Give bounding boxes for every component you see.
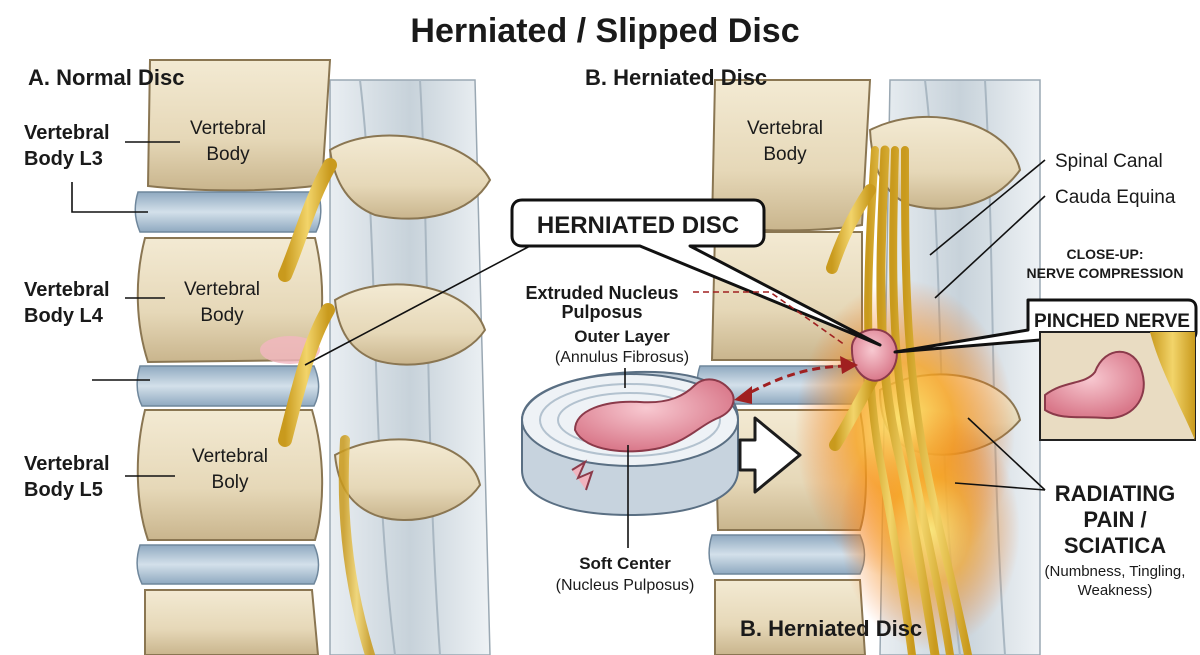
panel-a-heading: A. Normal Disc — [28, 65, 185, 90]
spinal-canal-label: Spinal Canal — [1055, 151, 1163, 172]
outer-layer-sub: (Annulus Fibrosus) — [555, 349, 689, 366]
symptoms-line1: (Numbness, Tingling, — [1045, 563, 1186, 580]
radiating-line3: SCIATICA — [1064, 533, 1166, 558]
label-l5-line1: Vertebral — [24, 453, 110, 475]
leader-lines — [71, 141, 1046, 491]
inner-v3-line2: Boly — [212, 472, 249, 493]
herniated-spine-illustration — [696, 79, 1041, 655]
herniated-disc-callout-bubble — [510, 198, 882, 347]
cauda-equina-bundle — [826, 145, 972, 655]
inner-v2-line1: Vertebral — [184, 279, 260, 300]
label-l4-line2: Body L4 — [24, 305, 104, 327]
closeup-line2: NERVE COMPRESSION — [1027, 265, 1184, 281]
label-l3-line1: Vertebral — [24, 122, 110, 144]
inner-v2-line2: Body — [200, 305, 244, 326]
inner-v1-line1: Vertebral — [190, 118, 266, 139]
nerve-compression-closeup — [1039, 331, 1196, 441]
page-title: Herniated / Slipped Disc — [410, 12, 799, 50]
inner-b-v1-line1: Vertebral — [747, 118, 823, 139]
extruded-nucleus-line1: Extruded Nucleus — [525, 283, 678, 303]
label-l4-line1: Vertebral — [24, 279, 110, 301]
radiating-line2: PAIN / — [1083, 507, 1146, 532]
inner-v3-line1: Vertebral — [192, 446, 268, 467]
extruded-nucleus — [850, 328, 898, 382]
herniated-disc-callout-text: HERNIATED DISC — [537, 212, 739, 239]
inner-b-v1-line2: Body — [763, 144, 807, 165]
normal-spine-illustration — [134, 59, 492, 655]
radiating-line1: RADIATING — [1055, 481, 1176, 506]
soft-center-sub: (Nucleus Pulposus) — [556, 577, 695, 594]
pinched-nerve-label: PINCHED NERVE — [1034, 311, 1190, 332]
extruded-nucleus-line2: Pulposus — [561, 302, 642, 322]
label-l3-line2: Body L3 — [24, 148, 103, 170]
big-white-arrow — [738, 416, 802, 494]
closeup-line1: CLOSE-UP: — [1067, 246, 1144, 262]
label-l5-line2: Body L5 — [24, 479, 103, 501]
cauda-equina-label: Cauda Equina — [1055, 187, 1176, 208]
symptoms-line2: Weakness) — [1078, 582, 1153, 599]
panel-b-bottom-heading: B. Herniated Disc — [740, 616, 922, 641]
panel-b-heading: B. Herniated Disc — [585, 65, 767, 90]
outer-layer-label: Outer Layer — [574, 327, 670, 346]
inner-v1-line2: Body — [206, 144, 250, 165]
disc-cross-section — [521, 368, 739, 548]
soft-center-label: Soft Center — [579, 554, 671, 573]
